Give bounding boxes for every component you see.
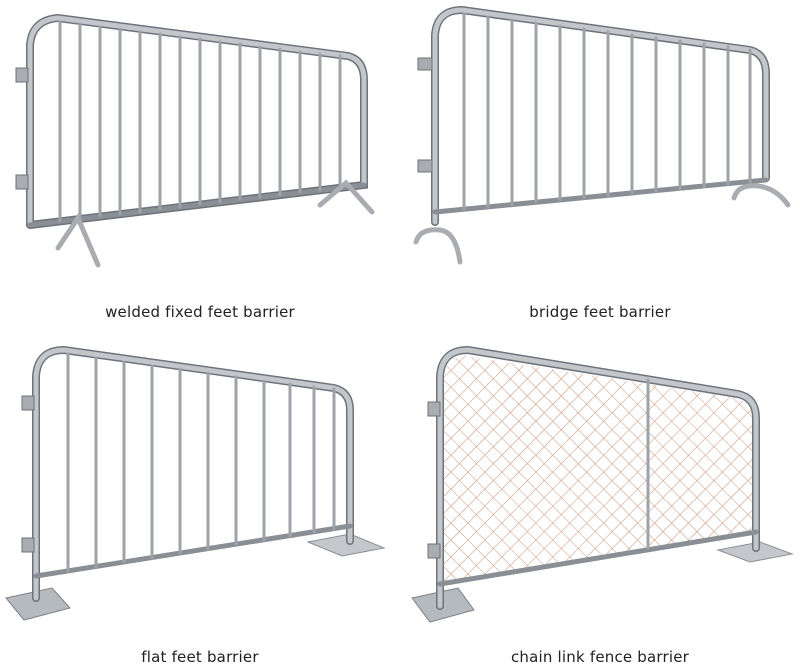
flat-barrier-image — [5, 345, 386, 621]
welded-barrier-caption: welded fixed feet barrier — [105, 303, 295, 321]
bridge-barrier-caption: bridge feet barrier — [529, 303, 671, 321]
chain-barrier-caption: chain link fence barrier — [510, 648, 690, 666]
flat-barrier-caption: flat feet barrier — [141, 648, 259, 666]
welded-barrier-figure: welded fixed feet barrier — [0, 0, 400, 321]
flat-barrier-figure: flat feet barrier — [0, 336, 400, 666]
welded-barrier-image — [15, 13, 375, 268]
chain-barrier-figure: chain link fence barrier — [400, 336, 800, 666]
bridge-barrier-image — [413, 5, 791, 265]
bridge-barrier-figure: bridge feet barrier — [400, 0, 800, 321]
chain-barrier-image — [411, 345, 794, 623]
